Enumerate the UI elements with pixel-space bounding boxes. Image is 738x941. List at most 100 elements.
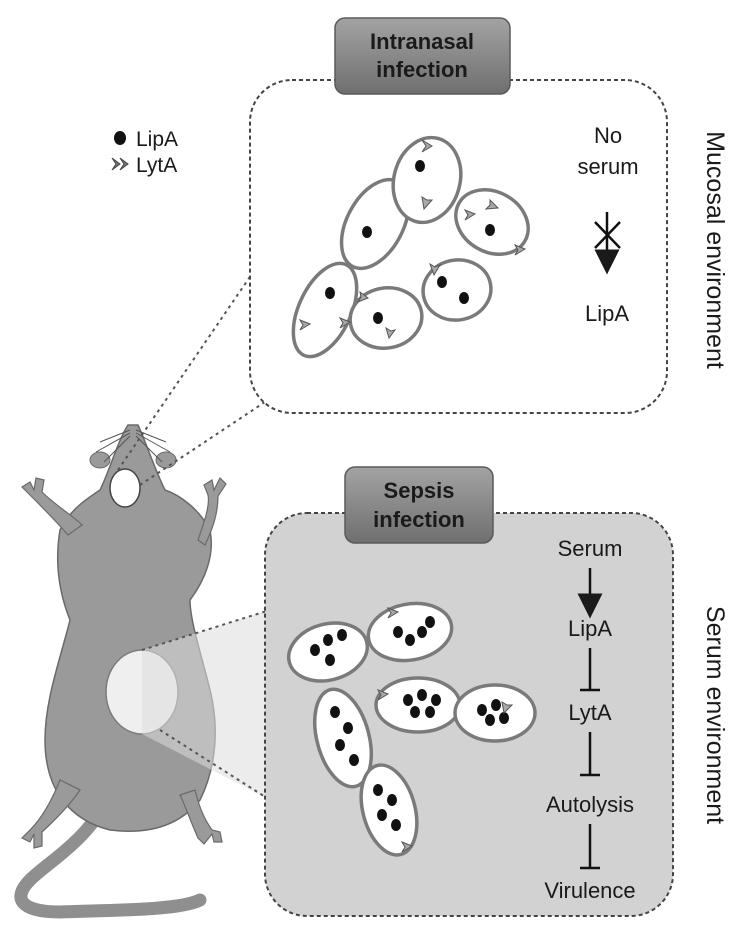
lipa-dot [310,644,320,656]
lipa-dot [425,616,435,628]
lipa-dot [325,287,335,299]
lipa-dot [343,722,353,734]
lipa-dot [403,694,413,706]
nose-zoom-line-upper [117,264,259,471]
bacterium [374,676,462,734]
legend-lipa-label: LipA [136,128,178,151]
pathway-autolysis: Autolysis [546,792,634,817]
lipa-dot [417,626,427,638]
serum-lipa-dots [310,616,509,831]
lipa-dot [391,819,401,831]
autolysis-inhibits-virulence [580,824,600,870]
lyta-marker [400,840,414,853]
sepsis-tab [344,466,494,544]
lipa-dot [431,694,441,706]
lipa-dot [349,754,359,766]
lyta-marker [484,198,500,210]
body-zoom-line-lower [159,729,271,801]
no-serum-line2: serum [577,154,638,179]
lipa-dot [373,312,383,324]
bacterium [453,683,537,743]
lipa-dot [415,160,425,172]
lipa-dot [330,706,340,718]
block-cross-b [594,221,621,249]
lipa-dot [499,712,509,724]
mouse-tail [14,783,207,919]
lipa-dot [323,634,333,646]
bacterium [421,258,493,322]
serum-panel: Sepsis infection Serum [264,466,729,917]
lipa-dot [477,704,487,716]
pathway-lipa: LipA [568,616,612,641]
mouse-left-leg [20,779,81,849]
lipa-dot [362,226,372,238]
body-zoom-cone [142,610,270,800]
lipa-inhibits-lyta [580,648,600,692]
lyta-marker [429,262,442,277]
lipa-dot [417,689,427,701]
lipa-dot [425,706,435,718]
lipa-dot [410,706,420,718]
lyta-marker [421,196,434,211]
lyta-marker [356,290,370,304]
lipa-dot [437,276,447,288]
nose-zoom-line-lower [139,399,269,486]
lyta-legend-icon [111,157,129,171]
mucosal-lyta-markers [298,139,527,340]
bacterium [391,135,463,225]
pathway-serum: Serum [558,536,623,561]
lipa-dot [337,629,347,641]
lipa-dot [393,626,403,638]
serum-lyta-markers [376,606,514,853]
lipa-dot [373,784,383,796]
blocked-arrow [594,212,621,275]
no-serum-line1: No [594,123,622,148]
body-zoom-line-upper [141,609,271,651]
mucosal-environment-label: Mucosal environment [701,131,729,369]
lipa-dot [335,739,345,751]
lipa-dot [325,654,335,666]
pathway-virulence: Virulence [544,878,635,903]
sepsis-tab-line1: Sepsis [384,478,455,503]
intranasal-tab-line1: Intranasal [370,29,474,54]
lyta-marker [385,326,397,340]
intranasal-tab-line2: infection [376,57,468,82]
lyta-marker [298,318,312,331]
mouse-right-ear [155,451,177,469]
serum-pathway: Serum LipA LytA Autolysis Virulence [544,536,635,903]
legend-lyta-label: LytA [136,154,177,177]
nose-window [109,468,141,508]
lyta-marker [513,243,527,256]
lipa-legend-dot [114,131,126,145]
lipa-dot [459,292,469,304]
lipa-dot [491,699,501,711]
mucosal-lipa-label: LipA [585,301,629,326]
lipa-dot [485,224,495,236]
sepsis-tab-line2: infection [373,507,465,532]
mouse-illustration [14,424,270,919]
bacterium [348,286,424,350]
mouse-left-ear [89,451,111,469]
mucosal-bacteria-chain [291,135,530,359]
lyta-marker [386,606,400,619]
bacterium [286,621,370,683]
mucosal-panel: Intranasal infection [249,17,729,414]
lipa-dot [485,714,495,726]
lipa-dot [377,809,387,821]
lyta-marker [463,208,477,221]
bacterium [454,188,530,256]
pathway-lyta: LytA [568,700,612,725]
lyta-marker [338,316,352,329]
mouse-whiskers [95,429,171,463]
lyta-marker [501,701,514,715]
mouse-right-arm [197,476,227,546]
mucosal-lipa-dots [325,160,495,324]
serum-environment-label: Serum environment [701,606,729,824]
lyta-inhibits-autolysis [580,732,600,777]
intranasal-tab [334,17,511,95]
lipa-dot [405,634,415,646]
lyta-marker [421,139,433,153]
mouse-left-arm [21,477,83,536]
zoom-lines [117,264,271,801]
